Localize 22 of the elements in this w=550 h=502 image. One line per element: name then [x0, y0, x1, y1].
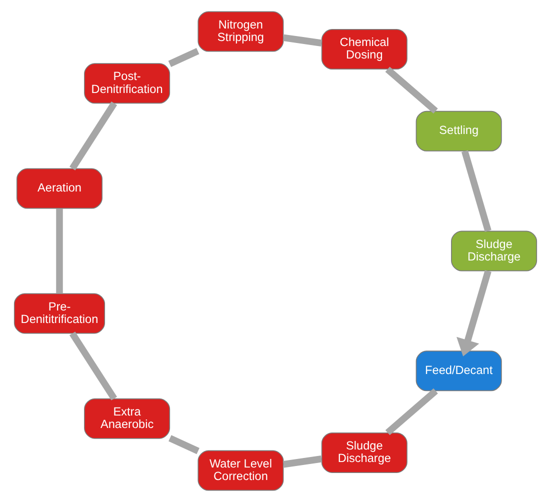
- connector: [56, 208, 62, 294]
- connector: [460, 150, 491, 232]
- node-box: Settling: [415, 110, 502, 152]
- node-box: Aeration: [16, 168, 102, 209]
- connector: [168, 435, 199, 454]
- node-box: Feed/Decant: [415, 350, 502, 392]
- connector: [282, 34, 322, 46]
- node-box: Post-Denitrification: [84, 63, 170, 104]
- node-box: Sludge Discharge: [320, 432, 407, 473]
- connector: [282, 456, 322, 468]
- arrow: [456, 270, 491, 356]
- node-box: Sludge Discharge: [450, 230, 537, 272]
- node-box: Pre-Denititrification: [13, 293, 105, 334]
- connector: [384, 388, 438, 436]
- node-box: Extra Anaerobic: [84, 398, 170, 439]
- connector: [384, 66, 438, 114]
- node-box: Nitrogen Stripping: [197, 11, 284, 52]
- node-box: Chemical Dosing: [320, 29, 407, 70]
- connector: [168, 48, 199, 67]
- connector: [68, 332, 117, 400]
- connector: [69, 102, 117, 170]
- node-box: Water Level Correction: [197, 450, 284, 491]
